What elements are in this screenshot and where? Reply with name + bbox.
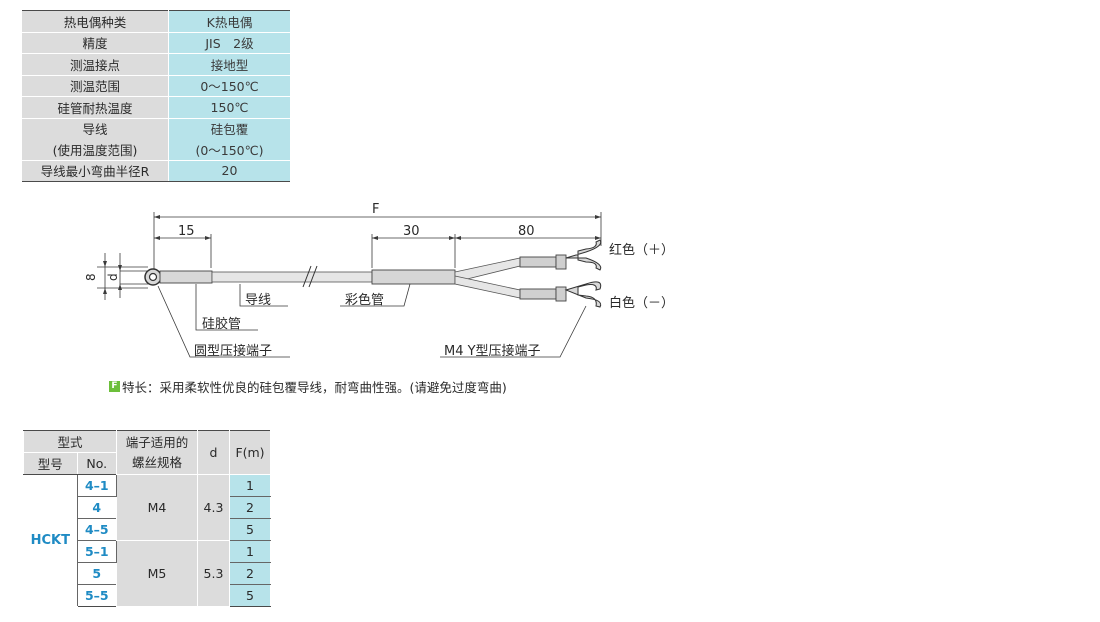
dim-text-30: 30 xyxy=(403,224,420,239)
label-y-terminal: M4 Y型压接端子 xyxy=(444,343,541,359)
spec-label: 测温范围 xyxy=(22,75,169,97)
screw-spec: M5 xyxy=(116,540,198,607)
spec-value: (0～150℃) xyxy=(168,139,290,161)
spec-value: 150℃ xyxy=(168,96,290,119)
spec-row: 导线 硅包覆 xyxy=(22,118,290,139)
header-screw-line2: 螺丝规格 xyxy=(131,454,182,470)
spec-row: 导线最小弯曲半径R 20 xyxy=(22,160,290,182)
dimension-arrows xyxy=(103,215,601,294)
model-no: 5–1 xyxy=(76,540,118,563)
model-no: 4 xyxy=(76,496,118,519)
table-row: HCKT 4–1 M4 4.3 1 xyxy=(23,474,271,607)
spec-row: 精度 JIS 2级 xyxy=(22,32,290,54)
label-color-tube: 彩色管 xyxy=(345,292,384,308)
silicone-tube xyxy=(159,270,213,284)
spec-table: 热电偶种类 K热电偶 精度 JIS 2级 测温接点 接地型 测温范围 0～150… xyxy=(22,10,290,182)
spec-value: K热电偶 xyxy=(168,10,290,33)
spec-value: 接地型 xyxy=(168,53,290,76)
ring-terminal xyxy=(144,268,162,286)
label-silicone-tube: 硅胶管 xyxy=(202,316,241,332)
model-no: 5–5 xyxy=(76,584,118,607)
dim-text-F: F xyxy=(372,202,379,217)
header-row: 型式 端子适用的 螺丝规格 d F(m) xyxy=(23,430,271,475)
dim-text-80: 80 xyxy=(518,224,535,239)
label-ring-terminal: 圆型压接端子 xyxy=(194,343,272,359)
color-tube xyxy=(371,269,456,285)
header-no: No. xyxy=(76,452,118,475)
label-lead: 导线 xyxy=(245,293,271,308)
header-screw: 端子适用的 螺丝规格 xyxy=(116,430,198,475)
spec-row: (使用温度范围) (0～150℃) xyxy=(22,139,290,161)
model-name: HCKT xyxy=(23,474,78,607)
d-value: 5.3 xyxy=(197,540,230,607)
spec-label: 导线最小弯曲半径R xyxy=(22,160,169,182)
F-value: 1 xyxy=(229,540,271,563)
feature-badge: F xyxy=(109,381,120,392)
feature-text: 特长：采用柔软性优良的硅包覆导线，耐弯曲性强。(请避免过度弯曲) xyxy=(122,380,507,395)
F-value: 5 xyxy=(229,584,271,607)
model-no: 4–5 xyxy=(76,518,118,541)
spec-row: 硅管耐热温度 150℃ xyxy=(22,96,290,119)
spec-value: JIS 2级 xyxy=(168,32,290,54)
model-no: 5 xyxy=(76,562,118,585)
table-row: 4–5 5 xyxy=(24,518,271,541)
spec-label: 测温接点 xyxy=(22,53,169,76)
table-row: 4 2 xyxy=(24,496,271,519)
dim-text-d: d xyxy=(106,273,120,281)
spec-label: (使用温度范围) xyxy=(22,139,169,161)
header-row: 型号 No. xyxy=(23,452,271,475)
thermocouple-drawing: F 15 30 80 8 d 红色（＋） 白色（－） 导线 彩色管 硅胶管 圆型… xyxy=(84,202,674,359)
dim-text-15: 15 xyxy=(178,224,195,239)
feature-note: F 特长：采用柔软性优良的硅包覆导线，耐弯曲性强。(请避免过度弯曲) xyxy=(109,377,507,396)
lead-wire xyxy=(211,271,373,283)
header-screw-line1: 端子适用的 xyxy=(125,434,189,450)
spec-value: 0～150℃ xyxy=(168,75,290,97)
screw-spec: M4 xyxy=(116,474,198,541)
spec-row: 热电偶种类 K热电偶 xyxy=(22,10,290,33)
spec-row: 测温接点 接地型 xyxy=(22,53,290,76)
model-no: 4–1 xyxy=(76,474,118,497)
white-lead xyxy=(454,275,602,308)
leader-lines xyxy=(157,283,587,358)
header-type: 型式 xyxy=(23,430,117,453)
label-white-wire: 白色（－） xyxy=(609,295,674,311)
spec-label: 导线 xyxy=(22,118,169,139)
F-value: 5 xyxy=(229,518,271,541)
label-red-wire: 红色（＋） xyxy=(609,242,674,258)
spec-label: 热电偶种类 xyxy=(22,10,169,33)
header-d: d xyxy=(197,430,230,475)
dim-text-8: 8 xyxy=(84,273,98,281)
F-value: 2 xyxy=(229,496,271,519)
table-row: 5 2 xyxy=(24,562,271,585)
spec-row: 测温范围 0～150℃ xyxy=(22,75,290,97)
spec-value: 20 xyxy=(168,160,290,182)
spec-value: 硅包覆 xyxy=(168,118,290,139)
table-row: 5–5 5 xyxy=(24,584,271,607)
break-mark xyxy=(302,265,318,288)
header-model: 型号 xyxy=(23,452,78,475)
header-F: F(m) xyxy=(229,430,271,475)
model-table: 型式 端子适用的 螺丝规格 d F(m) 型号 No. HCKT 4–1 M4 … xyxy=(23,430,271,607)
F-value: 2 xyxy=(229,562,271,585)
red-lead xyxy=(454,239,602,283)
d-value: 4.3 xyxy=(197,474,230,541)
F-value: 1 xyxy=(229,474,271,497)
spec-label: 精度 xyxy=(22,32,169,54)
table-row: 5–1 M5 5.3 1 xyxy=(24,540,271,607)
spec-label: 硅管耐热温度 xyxy=(22,96,169,119)
